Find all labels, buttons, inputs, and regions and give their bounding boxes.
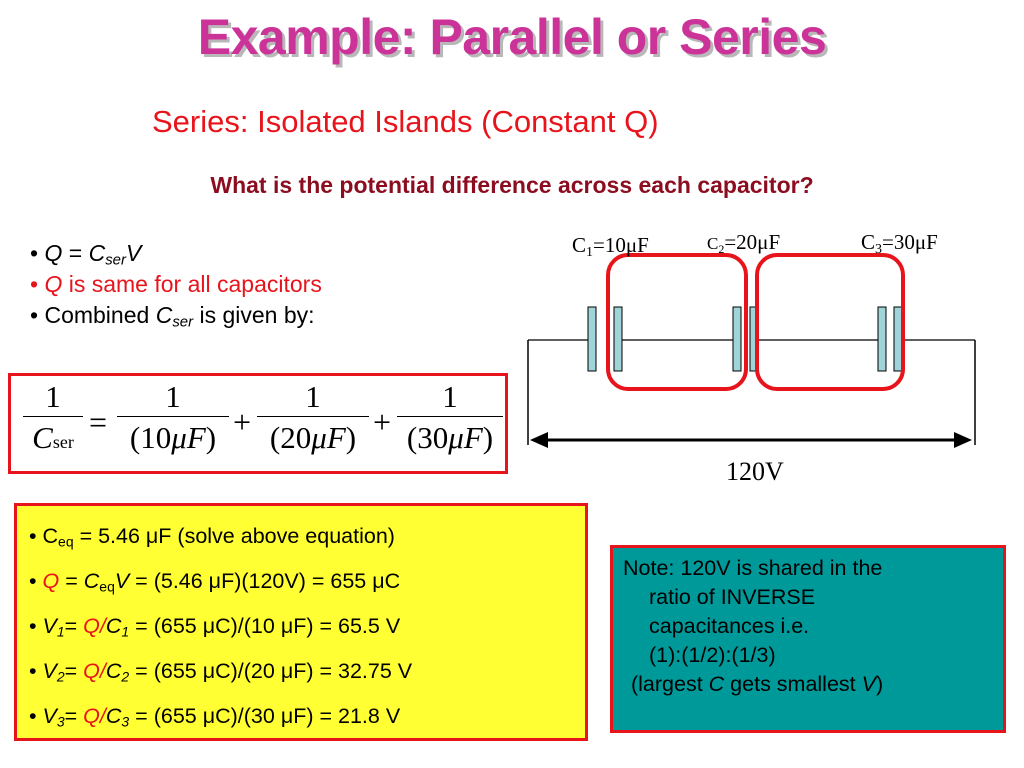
c3-plate-right xyxy=(893,306,903,372)
island-highlight-2 xyxy=(755,253,905,391)
solution-v3: • V3= Q/C3 = (655 μC)/(30 μF) = 21.8 V xyxy=(29,704,401,730)
voltage-arrow-right-head xyxy=(954,432,972,448)
c3-plate-left xyxy=(877,306,887,372)
solution-ceq: • Ceq = 5.46 μF (solve above equation) xyxy=(29,524,395,550)
bullet-list: • Q = CserV • Q is same for all capacito… xyxy=(30,238,322,331)
solution-box: • Ceq = 5.46 μF (solve above equation) •… xyxy=(14,503,588,741)
c1-label: C1=10μF xyxy=(572,233,649,260)
term-fraction-2: 1 (20μF) xyxy=(257,378,369,459)
note-line-1: Note: 120V is shared in the xyxy=(623,556,883,580)
bullet-q-equals-cv: • Q = CserV xyxy=(30,240,142,269)
solution-v1: • V1= Q/C1 = (655 μC)/(10 μF) = 65.5 V xyxy=(29,614,401,640)
voltage-arrow-left-head xyxy=(530,432,548,448)
plus-sign: + xyxy=(233,404,252,440)
bullet-combined: • Combined Cser is given by: xyxy=(30,302,315,331)
solution-v2: • V2= Q/C2 = (655 μC)/(20 μF) = 32.75 V xyxy=(29,659,413,685)
plus-sign-2: + xyxy=(373,404,392,440)
term-fraction-3: 1 (30μF) xyxy=(397,378,503,459)
note-line-3: capacitances i.e. xyxy=(649,614,810,638)
note-box: Note: 120V is shared in the ratio of INV… xyxy=(610,545,1006,733)
island-highlight-1 xyxy=(606,253,748,391)
solution-charge: • Q = CeqV = (5.46 μF)(120V) = 655 μC xyxy=(29,569,401,595)
term-fraction-1: 1 (10μF) xyxy=(117,378,229,459)
c2-plate-left xyxy=(732,306,742,372)
lhs-fraction: 1 Cser xyxy=(23,378,83,459)
c2-label: C2=20μF xyxy=(707,230,780,256)
c1-plate-left xyxy=(587,306,597,372)
bullet-q-same: • Q is same for all capacitors xyxy=(30,271,322,297)
series-circuit-diagram: C1=10μF C2=20μF C3=30μF 120V xyxy=(527,230,976,486)
note-line-5: (largest C gets smallest V) xyxy=(631,672,884,696)
subtitle: Series: Isolated Islands (Constant Q) xyxy=(152,104,659,139)
note-line-2: ratio of INVERSE xyxy=(649,585,816,609)
voltage-label: 120V xyxy=(726,457,784,486)
page-title: Example: Parallel or Series xyxy=(197,9,827,65)
c3-label: C3=30μF xyxy=(861,230,938,257)
note-line-4: (1):(1/2):(1/3) xyxy=(649,643,776,667)
equation-box: 1 Cser = 1 (10μF) + 1 (20μF) + 1 (30μF) xyxy=(8,373,508,474)
equals-sign: = xyxy=(89,404,108,440)
question-text: What is the potential difference across … xyxy=(210,172,814,198)
c1-plate-right xyxy=(613,306,623,372)
